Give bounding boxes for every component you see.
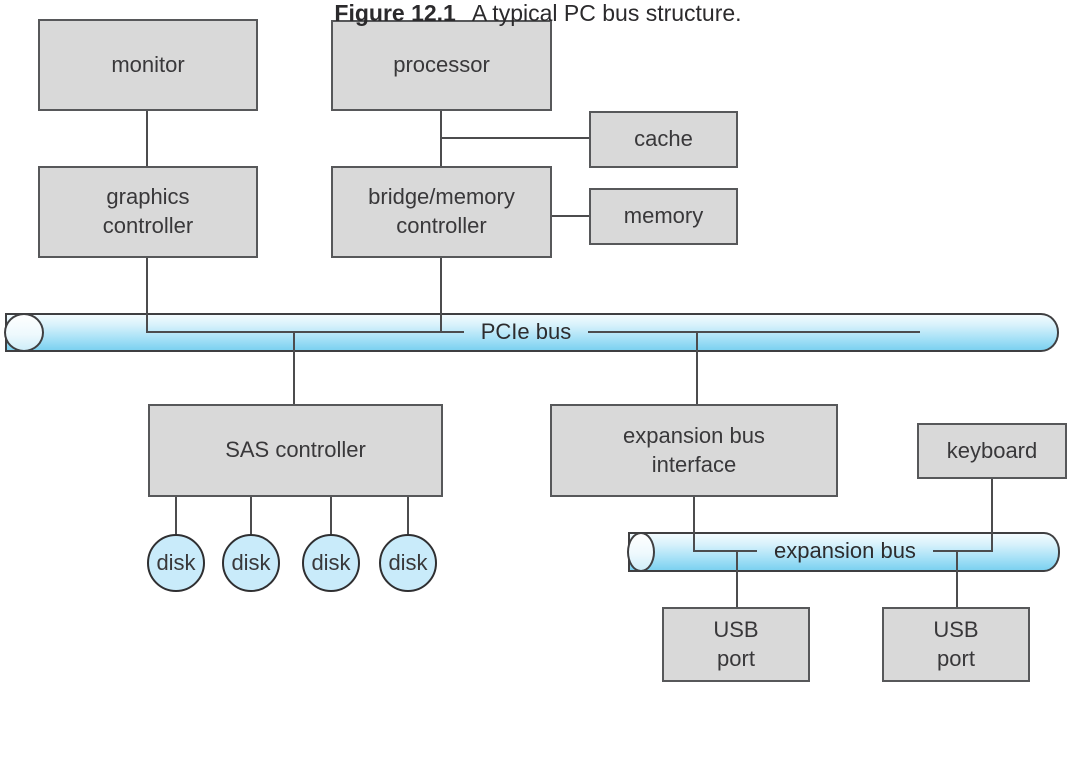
line-processor-to-bridge-controller [440,111,442,167]
pcie-bus-internal-line-left [146,331,464,333]
usb-port-1-box: USB port [662,607,810,682]
expansion-bus-internal-line-left [693,550,757,552]
sas-controller-box: SAS controller [148,404,443,497]
expansion-bus-label: expansion bus [774,538,916,563]
line-sas-to-disk-1 [175,497,177,536]
line-sas-to-disk-2 [250,497,252,536]
expansion-bus-interface-box: expansion bus interface [550,404,838,497]
line-bridge-controller-to-memory [552,215,591,217]
disk-1: disk [147,534,205,592]
line-sas-to-disk-4 [407,497,409,536]
line-expansion-interface-to-expansion-bus [693,497,695,552]
disk-2: disk [222,534,280,592]
line-bridge-controller-to-pcie-bus [440,256,442,333]
line-graphics-controller-to-pcie-bus [146,256,148,333]
line-processor-to-cache [440,137,590,139]
pcie-bus-internal-line-right [588,331,920,333]
expansion-bus-end-cap [627,532,655,572]
figure-caption-text: A typical PC bus structure. [471,0,742,26]
pcie-bus-end-cap [4,313,44,352]
figure-caption-number: Figure 12.1 [334,0,456,26]
monitor-box: monitor [38,19,258,111]
line-expansion-bus-to-usb-port-1 [736,552,738,607]
figure-caption: Figure 12.1 A typical PC bus structure. [0,0,1076,27]
line-pcie-bus-to-expansion-bus-interface [696,333,698,404]
expansion-bus-internal-line-right [933,550,993,552]
disk-3: disk [302,534,360,592]
graphics-controller-box: graphics controller [38,166,258,258]
keyboard-box: keyboard [917,423,1067,479]
line-sas-to-disk-3 [330,497,332,536]
line-pcie-bus-to-sas-controller [293,333,295,404]
memory-box: memory [589,188,738,245]
pcie-bus-label: PCIe bus [480,319,572,344]
line-monitor-to-graphics-controller [146,111,148,167]
disk-4: disk [379,534,437,592]
bridge-memory-controller-box: bridge/memory controller [331,166,552,258]
line-expansion-bus-to-usb-port-2 [956,552,958,607]
cache-box: cache [589,111,738,168]
line-keyboard-to-expansion-bus [991,479,993,552]
processor-box: processor [331,20,552,111]
usb-port-2-box: USB port [882,607,1030,682]
expansion-bus-cylinder [628,532,1060,572]
